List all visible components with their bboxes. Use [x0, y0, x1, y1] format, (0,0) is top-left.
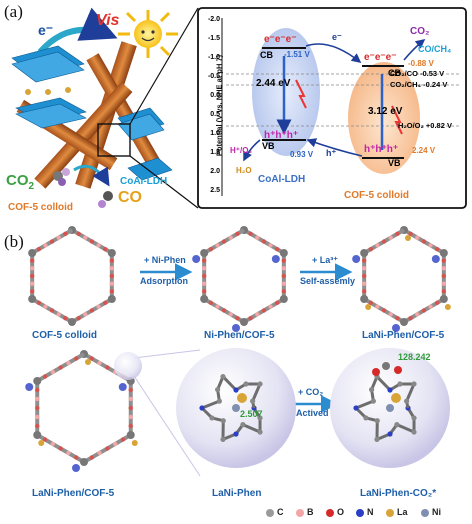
cof-holes: h⁺h⁺h⁺	[364, 144, 399, 155]
co-molecule-icon	[98, 191, 113, 208]
step2-sub: Self-assemly	[300, 276, 356, 286]
co2-top-label: CO₂	[410, 26, 430, 37]
cof-hexagon-framework	[192, 226, 288, 332]
axis-tick-label: 1.0	[210, 130, 220, 137]
sun-icon	[118, 10, 178, 58]
axis-tick-label: 0.0	[210, 92, 220, 99]
legend-swatch	[386, 509, 394, 517]
legend-label: B	[307, 507, 314, 517]
ldh-plate	[11, 45, 173, 181]
panel-a-label: (a)	[4, 2, 23, 21]
bond-angle-label: 128.242	[398, 352, 431, 362]
ldh-cb-label: CB	[260, 50, 273, 60]
legend-label: Ni	[432, 507, 441, 517]
axis-tick-label: -0.5	[207, 73, 220, 80]
panel-b-label: (b)	[4, 232, 24, 251]
cof-gap: 3.12 eV	[368, 106, 403, 117]
ldh-holes: h⁺h⁺h⁺	[264, 130, 299, 141]
axis-tick-label: 2.5	[210, 187, 220, 194]
co-label: CO	[118, 189, 142, 206]
legend-label: N	[367, 507, 374, 517]
panel-b-structures	[25, 226, 451, 477]
co2-molecule-icon	[53, 168, 70, 186]
caption-lani-phen-cof5-bottom: LaNi-Phen/COF-5	[32, 488, 115, 499]
bond-length-label: 2.507	[240, 409, 263, 419]
cof-electrons: e⁻e⁻e⁻	[364, 52, 397, 63]
axis-tick-label: 0.5	[210, 111, 220, 118]
axis-tick-label: 2.0	[210, 168, 220, 175]
ldh-bubble	[252, 28, 320, 156]
legend-label: O	[337, 507, 345, 517]
electron-label: e⁻	[38, 22, 54, 38]
caption-lani-phen: LaNi-Phen	[212, 488, 262, 499]
legend-swatch	[356, 509, 364, 517]
caption-lani-phen-cof5-top: LaNi-Phen/COF-5	[362, 330, 445, 341]
zoom-box	[97, 123, 131, 157]
cof-bubble	[348, 62, 420, 174]
axis-tick-label: 1.5	[210, 149, 220, 156]
cof-vb-value: 2.24 V	[412, 146, 436, 155]
cof-hexagon-framework	[28, 226, 116, 326]
step3-sub: Actived	[296, 408, 329, 418]
cof-cb-label: CB	[388, 68, 401, 78]
ldh-name: CoAl-LDH	[258, 174, 306, 185]
legend-swatch	[296, 509, 304, 517]
redox-co2-ch4: CO₂/CH₄ -0.24 V	[390, 80, 448, 89]
transfer-electron: e⁻	[332, 32, 342, 42]
cof-vb-label: VB	[388, 158, 401, 168]
h-o2-label: H⁺/O₂	[230, 146, 252, 155]
legend-swatch	[326, 509, 334, 517]
axis-tick-label: -1.0	[207, 54, 220, 61]
co-ch4-label: CO/CH₄	[418, 44, 452, 54]
vis-label: Vis	[96, 12, 120, 29]
transfer-hole: h⁺	[326, 148, 337, 158]
ldh-electrons: e⁻e⁻e⁻	[264, 34, 297, 45]
legend-swatch	[421, 509, 429, 517]
redox-h2o-o2: H₂O/O₂ +0.82 V	[398, 121, 452, 130]
coal-ldh-label: CoAl-LDH	[120, 176, 168, 187]
step3-label: + CO₂	[298, 387, 324, 397]
step1-label: + Ni-Phen	[144, 255, 186, 265]
h2o-label: H₂O	[236, 166, 252, 175]
cof-colloid-label: COF-5 colloid	[8, 202, 73, 213]
step1-sub: Adsorption	[140, 276, 188, 286]
caption-ni-phen: Ni-Phen/COF-5	[204, 330, 275, 341]
axis-tick-label: -2.0	[207, 16, 220, 23]
ldh-gap: 2.44 eV	[256, 78, 291, 89]
cof-cb-value: -0.88 V	[408, 59, 434, 68]
caption-cof5: COF-5 colloid	[32, 330, 97, 341]
legend-swatch	[266, 509, 274, 517]
caption-lani-phen-co2: LaNi-Phen-CO₂*	[360, 488, 437, 499]
legend-label: La	[397, 507, 408, 517]
ldh-vb-label: VB	[262, 141, 275, 151]
ldh-vb-value: 0.93 V	[290, 150, 314, 159]
panel-a-illustration	[11, 7, 467, 209]
ldh-cb-value: -1.51 V	[284, 50, 310, 59]
electron-flow-arrow	[37, 7, 118, 55]
cof-hexagon-framework	[352, 226, 451, 332]
cof-name: COF-5 colloid	[344, 190, 409, 201]
co2-label: CO2	[6, 172, 35, 192]
legend-label: C	[277, 507, 284, 517]
redox-co2-co: CO₂/CO -0.53 V	[390, 69, 445, 78]
step2-label: + La³⁺	[312, 255, 339, 265]
axis-tick-label: -1.5	[207, 35, 220, 42]
